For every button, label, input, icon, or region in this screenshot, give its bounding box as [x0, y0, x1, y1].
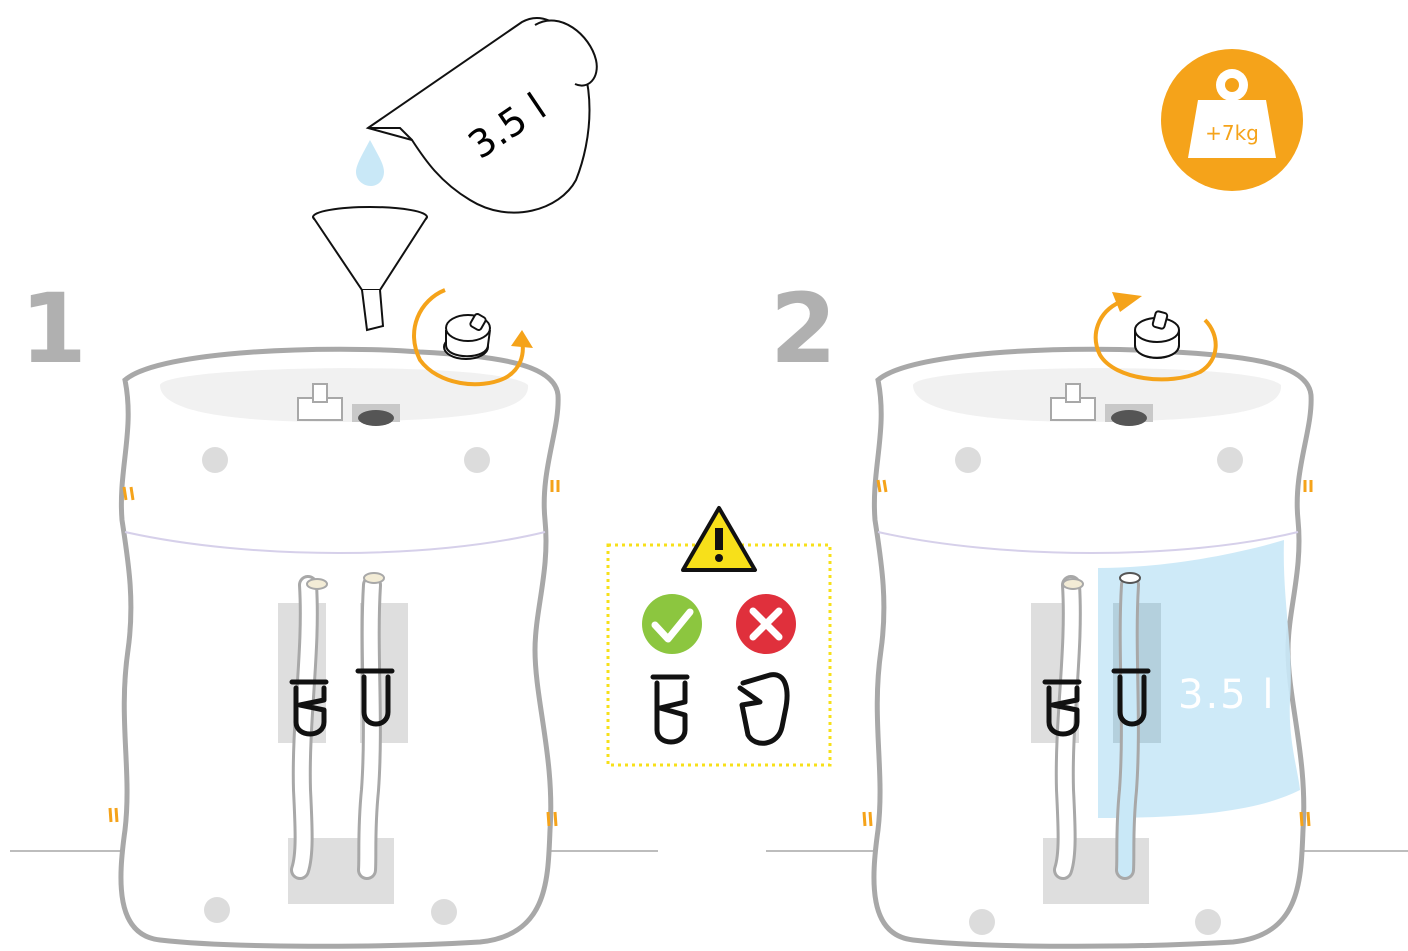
clip-icon [289, 679, 329, 737]
rotate-arrow-icon [412, 288, 533, 387]
weight-icon [1188, 69, 1276, 158]
cap-icon [1134, 310, 1180, 359]
warning-icon [681, 506, 757, 572]
weight-badge: +7kg [1161, 49, 1303, 191]
water-bag-1 [108, 346, 561, 949]
step-number-2: 2 [770, 273, 837, 385]
fill-volume-label: 3.5 l [1178, 672, 1275, 718]
step-number-1: 1 [20, 273, 87, 385]
warning-panel [606, 506, 832, 767]
weight-label: +7kg [1205, 121, 1259, 145]
check-icon [642, 594, 702, 654]
cap-icon [443, 313, 491, 360]
water-drop-icon [356, 140, 384, 186]
cross-icon [736, 594, 796, 654]
clip-icon [650, 674, 690, 745]
clip-icon [1042, 679, 1082, 737]
water-bag-2: 3.5 l [862, 346, 1314, 949]
clip-icon [737, 672, 790, 746]
jug-icon: 3.5 l [365, 17, 598, 214]
funnel-icon [312, 206, 428, 332]
clip-icon [355, 668, 395, 727]
clip-icon [1111, 668, 1151, 727]
rotate-arrow-icon [1093, 292, 1218, 382]
